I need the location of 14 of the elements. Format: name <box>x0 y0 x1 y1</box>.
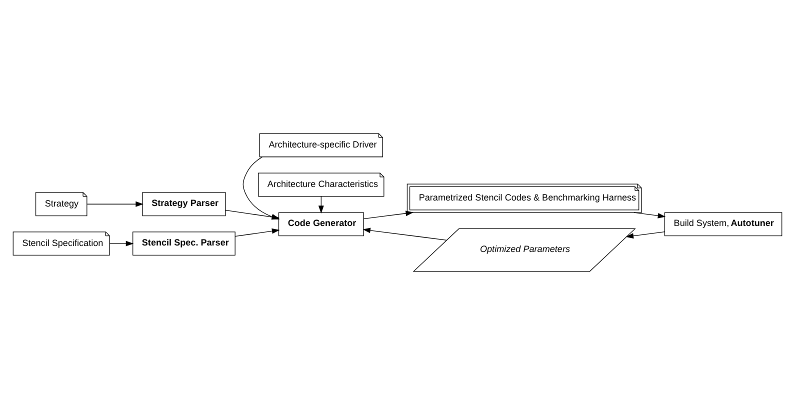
arrow <box>86 200 144 206</box>
arrow <box>109 240 134 246</box>
node-box: Stencil Spec. Parser <box>132 231 236 256</box>
arrow <box>318 196 324 213</box>
node-box: Code Generator <box>278 212 364 236</box>
arrow <box>242 156 280 219</box>
arrow <box>362 227 447 240</box>
arrow <box>234 228 280 236</box>
arrow <box>225 209 280 220</box>
arrow <box>634 212 666 218</box>
arrow <box>626 230 665 238</box>
arrow <box>363 210 414 219</box>
node-box: Build System, Autotuner <box>664 212 782 236</box>
node-box: Strategy Parser <box>142 192 226 216</box>
